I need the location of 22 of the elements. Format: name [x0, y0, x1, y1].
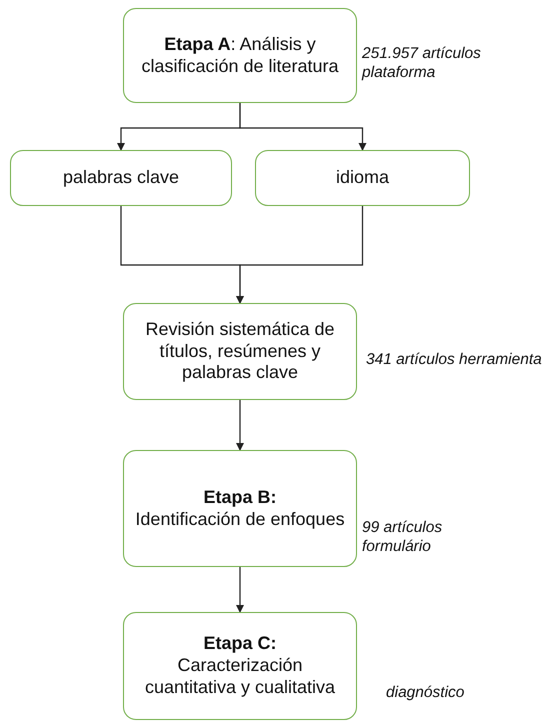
box-text: Revisión sistemática de títulos, resúmenes y palabras clave [144, 318, 336, 384]
connector-arrow [236, 206, 364, 304]
side-note: 341 artículos herramienta [366, 350, 543, 370]
connector-arrow [239, 103, 366, 151]
box-text: Etapa A: Análisis y clasificación de literatura [140, 34, 340, 78]
box-text: idioma [336, 167, 390, 189]
process-box [10, 150, 232, 206]
process-box [123, 303, 357, 400]
side-note: 251.957 artículos plataforma [362, 44, 482, 83]
box-text: Caracterización cuantitativa y cualitativa [144, 655, 336, 699]
box-heading: Etapa C: [203, 633, 276, 656]
box-heading: Etapa B: [203, 486, 276, 508]
side-note: diagnóstico [386, 683, 466, 702]
box-text: palabras clave [62, 167, 180, 189]
process-box [123, 450, 357, 567]
box-text: Identificación de enfoques [135, 508, 345, 530]
connector-arrow [236, 400, 244, 451]
process-box [123, 612, 357, 720]
side-note: 99 artículos formulário [362, 518, 444, 557]
connector-arrow [236, 567, 244, 613]
process-box [123, 8, 357, 103]
process-box [255, 150, 470, 206]
